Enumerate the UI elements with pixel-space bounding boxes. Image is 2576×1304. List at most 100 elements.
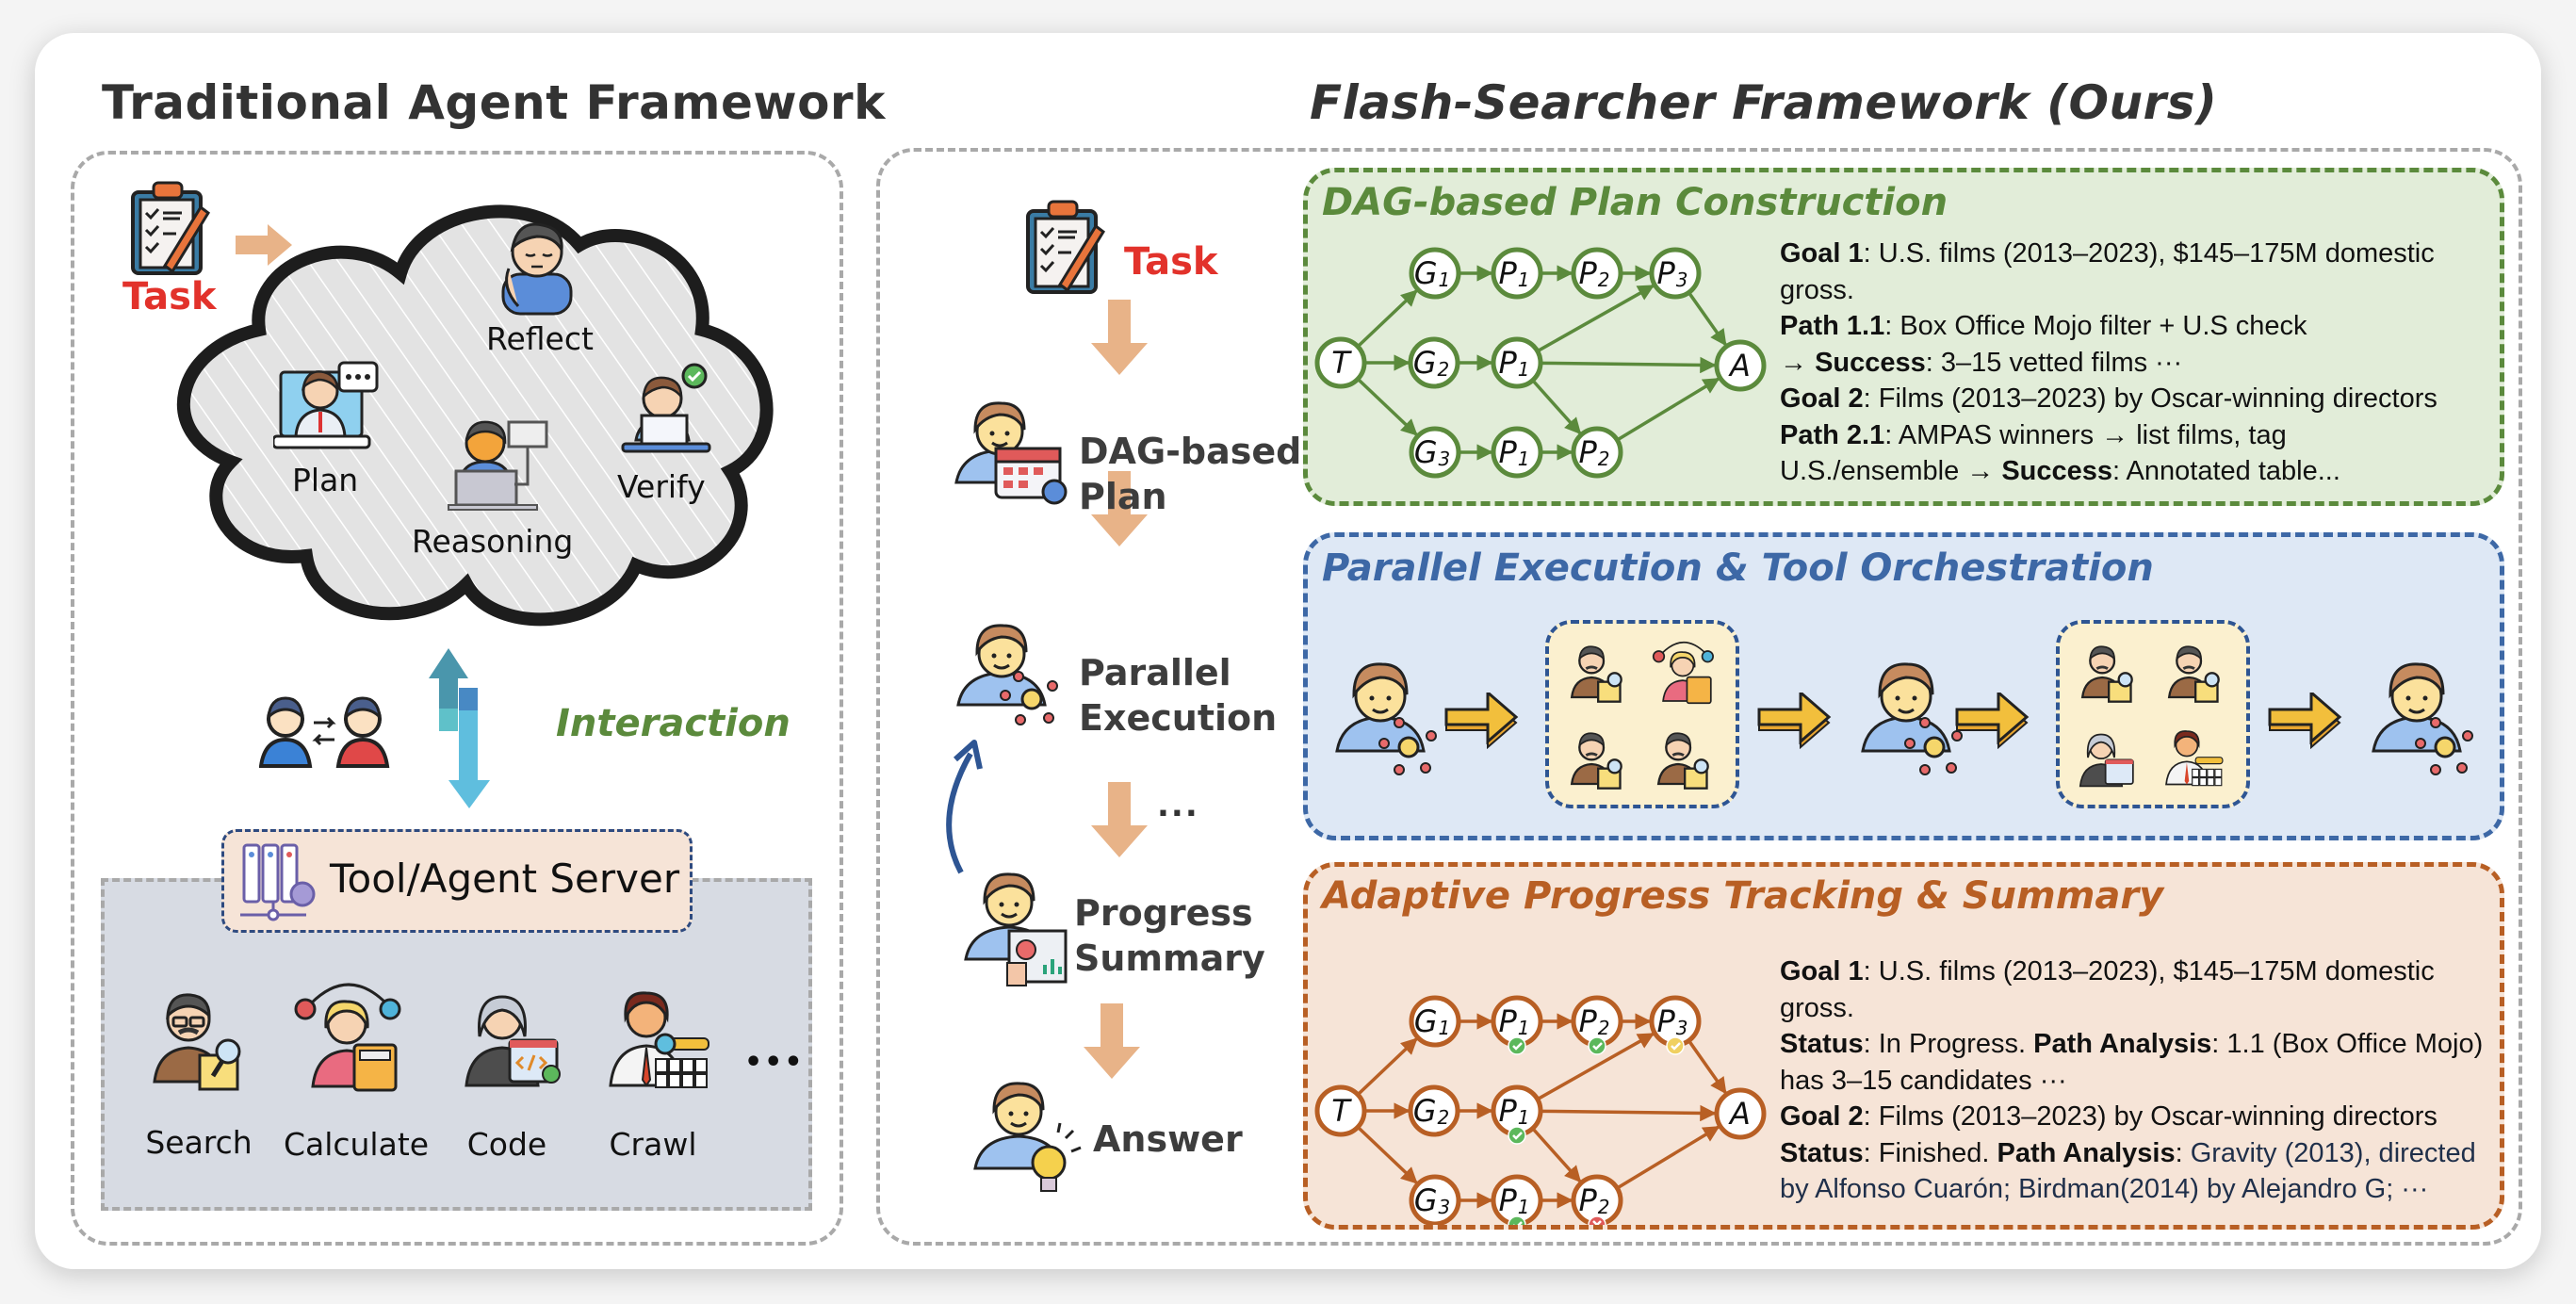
search-tool-icon: [141, 980, 254, 1097]
pipeline-task-label: Task: [1124, 240, 1218, 284]
search-tool-icon: [1564, 637, 1630, 709]
pipeline-ellipsis: ...: [1157, 787, 1199, 824]
flow-arrow-icon: [1444, 689, 1520, 753]
dag-section-title: DAG-based Plan Construction: [1322, 181, 1948, 224]
dag-edge-G1P3-A: [1687, 1039, 1727, 1095]
loop-back-arrow-icon: [933, 735, 1008, 880]
description-line: gross.: [1780, 990, 2483, 1027]
search-tool-icon: [2161, 637, 2227, 709]
parallel-section-title: Parallel Execution & Tool Orchestration: [1322, 546, 2154, 590]
dag-node-G3P1: P1: [1491, 1174, 1543, 1225]
clipboard-icon: [127, 179, 212, 278]
dag-node-G1P2: P2: [1571, 247, 1623, 300]
dag-edge-G1P3-A: [1687, 291, 1727, 347]
code-tool-icon: [457, 980, 570, 1097]
svg-text:T: T: [1331, 1093, 1352, 1129]
node-status-done-icon: [1508, 1215, 1526, 1225]
flash-searcher-panel: [876, 148, 2522, 1246]
dag-node-G3P2: P2: [1571, 426, 1623, 479]
tool-code-label: Code: [466, 1126, 547, 1163]
progress-description: Goal 1: U.S. films (2013–2023), $145–175…: [1780, 954, 2483, 1208]
text-segment: : U.S. films (2013–2023), $145–175M dome…: [1863, 238, 2435, 269]
search-tool-icon: [2075, 637, 2141, 709]
traditional-framework-panel: [71, 151, 843, 1246]
step-progress-summary-label: Progress Summary: [1074, 890, 1265, 981]
pipeline-task-icon: [1022, 198, 1107, 301]
calculate-tool-icon: [1651, 637, 1717, 709]
step-dag-plan-label: DAG-based Plan: [1079, 429, 1301, 519]
search-tool-icon: [1564, 724, 1630, 795]
dag-edge-T-G3: [1356, 377, 1418, 436]
dag-node-G2: G2: [1408, 1084, 1460, 1137]
description-line: has 3–15 candidates ···: [1780, 1063, 2483, 1100]
bold-label: Path Analysis: [1997, 1137, 2176, 1168]
description-line: by Alfonso Cuarón; Birdman(2014) by Alej…: [1780, 1171, 2483, 1208]
dag-edge-G2P1-G3P2: [1531, 379, 1582, 435]
dag-edge-G2P1-A: [1540, 356, 1717, 374]
text-segment: : 3–15 vetted films ···: [1925, 347, 2183, 378]
task-label-text: Task: [122, 275, 217, 318]
bold-label: Success: [2001, 456, 2113, 486]
step-progress-line-1: Progress: [1074, 892, 1253, 934]
flow-arrow-icon: [1955, 689, 2030, 753]
description-line: Goal 1: U.S. films (2013–2023), $145–175…: [1780, 954, 2483, 990]
down-arrow-4-icon: [1084, 1003, 1140, 1083]
text-segment: gross.: [1780, 274, 1854, 305]
cloud-item-reasoning-label: Reasoning: [412, 523, 574, 560]
text-segment: : Films (2013–2023) by Oscar-winning dir…: [1863, 1101, 2437, 1132]
text-segment: : AMPAS winners → list films, tag: [1884, 419, 2287, 450]
planner-icon: [954, 398, 1072, 510]
answer-icon: [973, 1074, 1082, 1200]
down-arrow-3-icon: [1091, 782, 1148, 861]
bold-label: Goal 2: [1780, 1101, 1864, 1132]
search-tool-icon: [1651, 724, 1717, 795]
crawl-tool-icon: [2161, 724, 2227, 795]
flow-arrow-icon: [1757, 689, 1833, 753]
dag-edge-G2P1-G3P2: [1531, 1127, 1582, 1183]
cloud-item-reflect-label: Reflect: [486, 320, 594, 357]
description-line: gross.: [1780, 272, 2437, 309]
progress-tracking-section: [1303, 862, 2504, 1230]
svg-text:A: A: [1728, 348, 1751, 383]
description-line: Status: Finished. Path Analysis: Gravity…: [1780, 1135, 2483, 1172]
node-status-done-icon: [1508, 1036, 1526, 1055]
text-segment: has 3–15 candidates ···: [1780, 1065, 2067, 1096]
text-segment: : In Progress.: [1863, 1029, 2034, 1059]
text-segment: : 1.1 (Box Office Mojo): [2211, 1029, 2484, 1059]
down-arrow-2-icon: [1091, 471, 1148, 550]
bold-label: Path 2.1: [1780, 419, 1885, 450]
bold-label: Goal 1: [1780, 238, 1864, 269]
description-line: Status: In Progress. Path Analysis: 1.1 …: [1780, 1026, 2483, 1063]
dag-edge-G2P1-G1P3: [1536, 1032, 1655, 1101]
dag-node-G1: G1: [1409, 247, 1461, 300]
bold-label: Success: [1815, 347, 1926, 378]
step-parallel-line-1: Parallel: [1079, 652, 1231, 693]
text-segment: : Annotated table...: [2112, 456, 2340, 486]
dag-edge-T-G1: [1356, 289, 1418, 349]
dag-node-G3P2: P2: [1571, 1174, 1623, 1225]
dag-node-G3P1: P1: [1491, 426, 1543, 479]
step-answer-label: Answer: [1093, 1118, 1243, 1160]
step-parallel-line-2: Execution: [1079, 697, 1278, 739]
text-segment: U.S./ensemble →: [1780, 456, 2002, 486]
text-segment: →: [1780, 347, 1816, 378]
dag-edge-G3P2-A: [1616, 1125, 1720, 1190]
right-panel-title: Flash-Searcher Framework (Ours): [1310, 75, 2218, 130]
tool-search-label: Search: [145, 1124, 253, 1161]
dag-node-G1P2: P2: [1571, 995, 1623, 1055]
node-status-in-progress-icon: [1666, 1036, 1685, 1055]
tool-group-1: [1545, 620, 1739, 808]
left-panel-title: Traditional Agent Framework: [102, 75, 886, 130]
executor-icon: [956, 620, 1074, 732]
code-tool-icon: [2075, 724, 2141, 795]
description-line: → Success: 3–15 vetted films ···: [1780, 345, 2437, 382]
interaction-label: Interaction: [556, 702, 791, 745]
description-line: Goal 1: U.S. films (2013–2023), $145–175…: [1780, 236, 2437, 272]
parallel-execution-flow: [1314, 617, 2492, 834]
bold-label: Status: [1780, 1137, 1864, 1168]
cloud-item-verify-label: Verify: [617, 468, 706, 505]
dag-edge-G2P1-G1P3: [1536, 284, 1655, 353]
dag-node-T: T: [1314, 336, 1367, 389]
